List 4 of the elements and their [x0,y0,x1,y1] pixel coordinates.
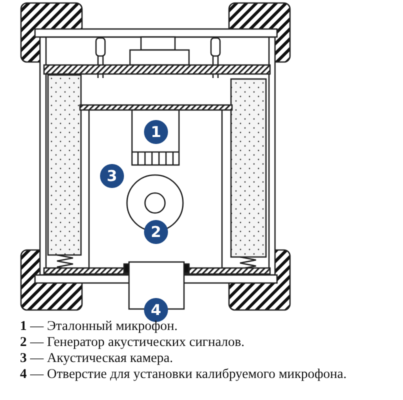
callout-number: 4 [144,298,168,322]
legend-text: 2 — Генератор акустических сигналов. [20,334,245,350]
legend-text: 3 — Акустическая камера. [20,350,174,366]
legend-text: 4 — Отверстие для установки калибруемого микрофона. [20,366,347,382]
